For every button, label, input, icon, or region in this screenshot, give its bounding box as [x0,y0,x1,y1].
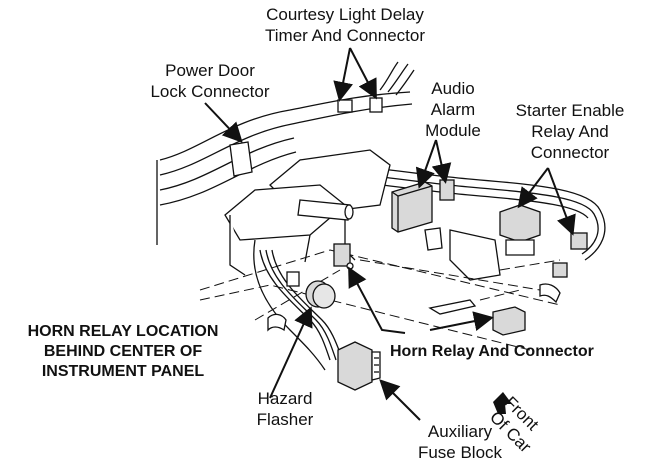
arrow-courtesy-light-2 [349,47,377,100]
arrow-horn-relay-2 [429,311,494,331]
label-audio-alarm-module: Audio Alarm Module [425,79,481,140]
hazard-flasher [267,271,336,332]
arrow-aux-fuse-block [379,379,421,421]
arrow-audio-alarm-1 [415,139,437,189]
courtesy-light-timer-connector [337,97,383,113]
arrow-horn-relay-1 [348,266,406,334]
label-hazard-flasher: Hazard Flasher [256,389,314,429]
horn-relay-location-note: HORN RELAY LOCATION BEHIND CENTER OF INS… [27,323,219,380]
auxiliary-fuse-block [337,341,381,391]
arrow-hazard-flasher [269,306,313,399]
front-of-car-arrow-icon [493,392,512,414]
horn-relay [333,243,526,336]
audio-alarm-module [391,179,455,233]
mounting-guide-lines [199,249,561,351]
arrow-courtesy-light-1 [333,47,353,102]
starter-enable-relay [499,204,588,304]
label-power-door-lock: Power Door Lock Connector [150,61,270,101]
arrow-power-door-lock [204,102,243,143]
arrow-audio-alarm-2 [431,139,452,184]
arrow-starter-enable-2 [547,167,576,236]
label-courtesy-light: Courtesy Light Delay Timer And Connector [265,5,425,45]
arrow-starter-enable-1 [517,167,549,209]
label-horn-relay: Horn Relay And Connector [390,343,594,360]
label-starter-enable-relay: Starter Enable Relay And Connector [515,101,625,162]
power-door-lock-connector [229,141,253,177]
label-auxiliary-fuse-block: Auxiliary Fuse Block [417,422,503,462]
leader-arrows [204,47,576,421]
